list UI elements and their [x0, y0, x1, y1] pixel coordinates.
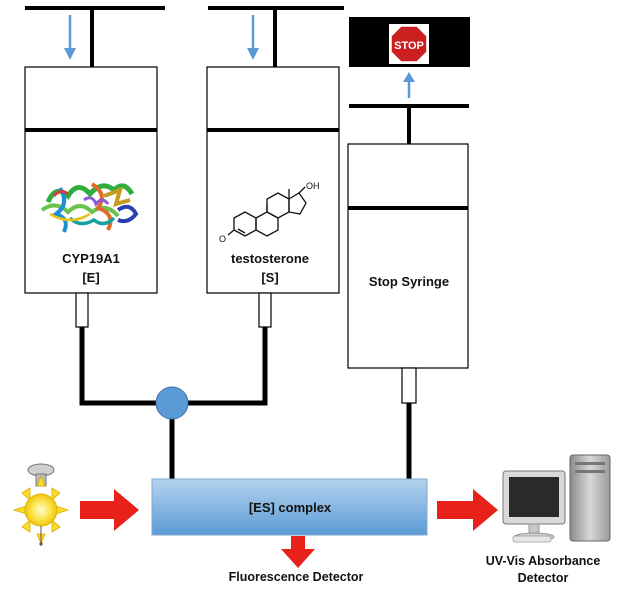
substrate-barrel [206, 66, 340, 294]
stop-push-arrow [403, 72, 415, 98]
fluorescence-detector-label: Fluorescence Detector [229, 570, 364, 584]
substrate-push-arrow [247, 15, 259, 60]
enzyme-symbol: [E] [82, 270, 99, 285]
testosterone-o-label: O [219, 234, 226, 244]
stop-barrel [347, 143, 469, 369]
enzyme-push-arrow [64, 15, 76, 60]
enzyme-barrel [24, 66, 158, 294]
enzyme-syringe [24, 6, 165, 328]
stop-syringe [347, 17, 470, 404]
testosterone-oh-label: OH [306, 181, 320, 191]
es-complex-label: [ES] complex [249, 500, 332, 515]
light-bulb-icon [12, 463, 70, 546]
uv-vis-label-line2: Detector [518, 571, 569, 585]
computer-icon [502, 454, 611, 543]
enzyme-nozzle [75, 292, 89, 328]
cell-to-fluorescence-arrow [281, 536, 315, 568]
light-to-cell-arrow [80, 489, 139, 531]
uv-vis-label-line1: UV-Vis Absorbance [486, 554, 601, 568]
stop-nozzle [401, 367, 417, 404]
stop-sign-icon [389, 24, 429, 64]
substrate-syringe [206, 6, 344, 328]
es-complex-box [151, 478, 428, 536]
stop-sign-label: STOP [394, 40, 424, 52]
enzyme-tube [79, 327, 157, 406]
substrate-nozzle [258, 292, 272, 328]
mixing-chamber [155, 386, 189, 420]
testosterone-structure-icon [227, 186, 307, 237]
enzyme-name: CYP19A1 [62, 251, 120, 266]
protein-structure-icon [40, 182, 139, 233]
substrate-tube [187, 327, 268, 406]
stop-syringe-name: Stop Syringe [369, 274, 449, 289]
substrate-name: testosterone [231, 251, 309, 266]
tubing [79, 327, 412, 480]
substrate-symbol: [S] [261, 270, 278, 285]
cell-to-uvvis-arrow [437, 489, 498, 531]
flow-arrows [80, 489, 498, 568]
